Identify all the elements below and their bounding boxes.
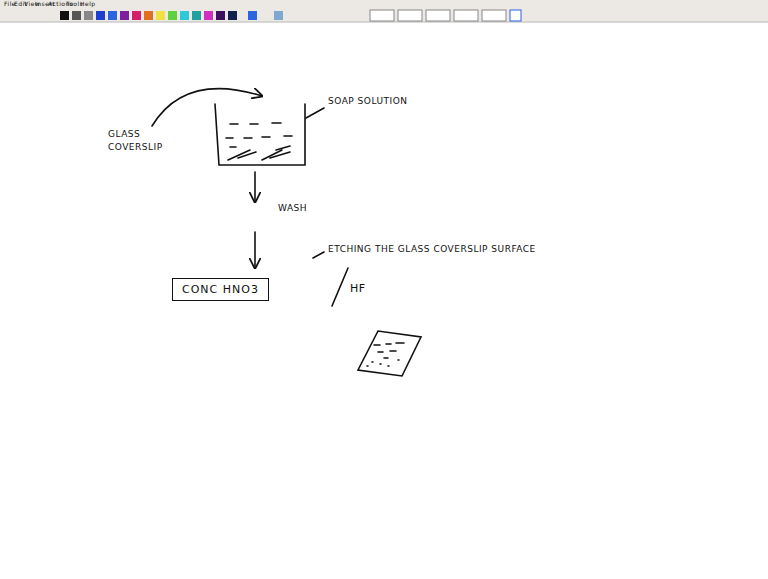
swatch [204,11,213,20]
swatch [144,11,153,20]
swatch [156,11,165,20]
step-label: WASH [278,203,307,214]
swatch [72,11,81,20]
toolbar-band [0,0,768,22]
beaker-outline [215,104,305,165]
menu-item: Help [80,0,96,7]
swatch [96,11,105,20]
color-swatches [60,10,521,21]
tool-icon [274,11,283,20]
swatch [192,11,201,20]
swatch [168,11,177,20]
tool-icon [510,10,521,21]
reagent-box: CONC HNO3 [172,278,269,301]
chemical-label: HF [350,282,366,295]
leader-line [313,252,324,258]
tool-icon [454,10,478,21]
liquid-dashes [226,123,292,147]
swatch [108,11,117,20]
process-note: ETCHING THE GLASS COVERSLIP SURFACE [328,244,536,255]
handwriting-strokes [152,89,421,376]
solution-label: SOAP SOLUTION [328,96,408,107]
reagent-name: CONC HNO3 [182,283,259,296]
tool-icon [426,10,450,21]
material-label: GLASS COVERSLIP [108,128,160,153]
swatch [228,11,237,20]
coverslip-sketch [358,331,421,376]
tool-icon [482,10,506,21]
surface-etch-marks [367,343,404,366]
swatch [216,11,225,20]
swatch [132,11,141,20]
slash [332,268,348,306]
toolbar-border [0,22,768,23]
swatch [248,11,257,20]
down-arrow [254,172,256,202]
swatch [120,11,129,20]
down-arrow [254,232,256,268]
coverslips-in-beaker [228,146,290,160]
swatch [180,11,189,20]
tool-icon [370,10,394,21]
leader-line [306,108,324,118]
swatch [84,11,93,20]
swatch [60,11,69,20]
curved-arrow [152,89,262,126]
tool-icon [398,10,422,21]
